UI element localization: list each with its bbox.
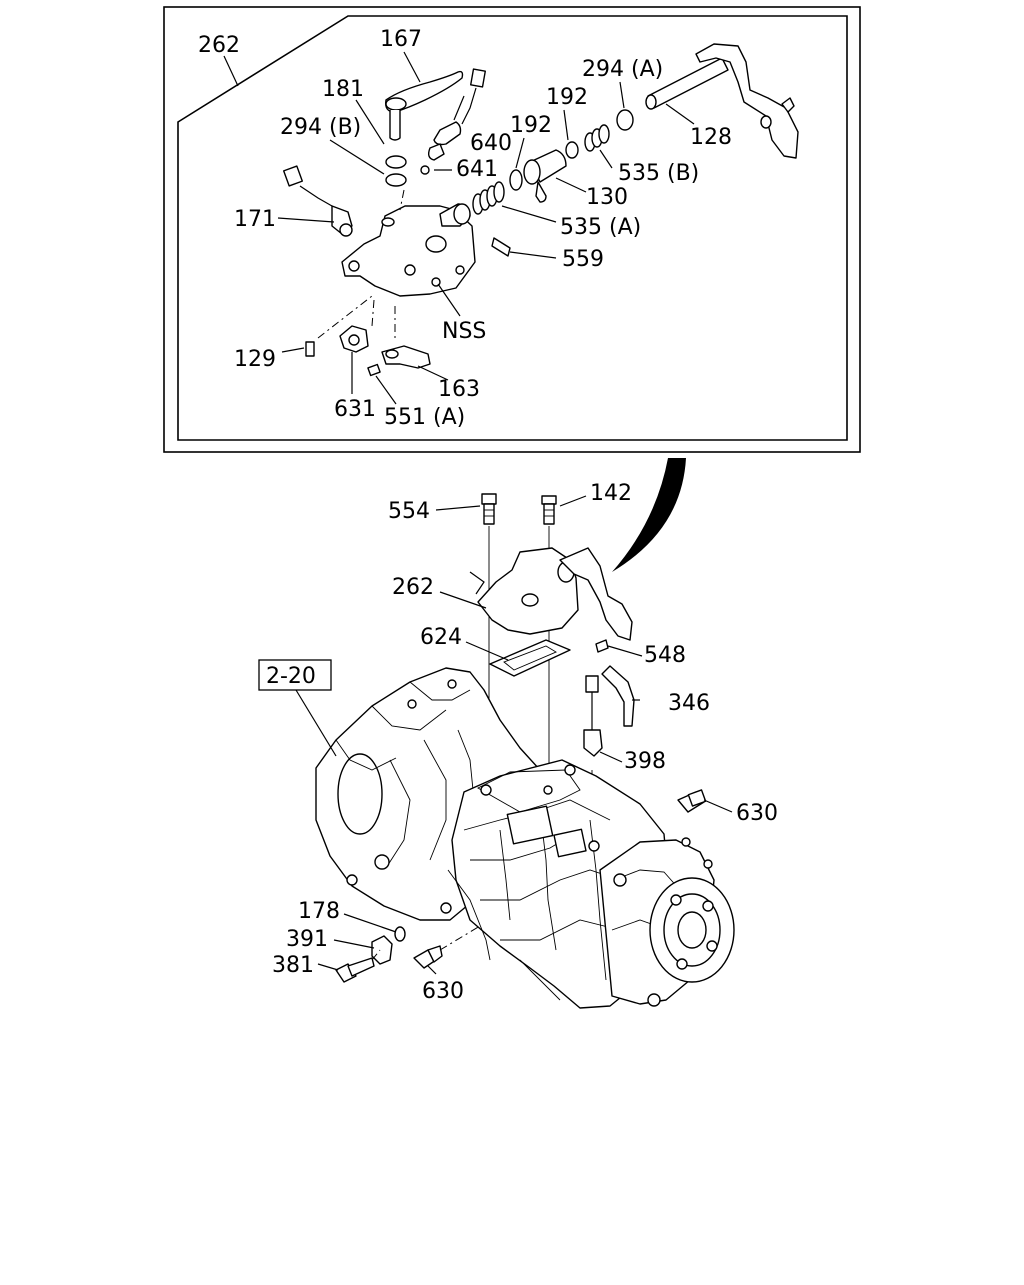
switch-171 — [282, 165, 353, 237]
label-554: 554 — [388, 499, 430, 524]
label-559: 559 — [562, 247, 604, 272]
label-181: 181 — [322, 77, 364, 102]
label-294b: 294 (B) — [280, 115, 361, 140]
label-130: 130 — [586, 185, 628, 210]
label-535b: 535 (B) — [618, 161, 699, 186]
label-346: 346 — [668, 691, 710, 716]
label-641: 641 — [456, 157, 498, 182]
label-192-right: 192 — [546, 85, 588, 110]
bolt-381 — [335, 957, 375, 983]
label-192-left: 192 — [510, 113, 552, 138]
bracket-631 — [339, 325, 369, 353]
transmission-case — [315, 667, 735, 1009]
inset-parts — [282, 43, 799, 377]
oring-178 — [394, 926, 406, 942]
washer-294b-top — [385, 155, 407, 169]
hose-346 — [601, 665, 635, 727]
plug-630-right — [677, 789, 707, 813]
label-142: 142 — [590, 481, 632, 506]
label-640: 640 — [470, 131, 512, 156]
label-262-inset: 262 — [198, 33, 240, 58]
label-551a: 551 (A) — [384, 405, 465, 430]
clip-548 — [595, 639, 609, 653]
washer-294a — [616, 109, 634, 131]
label-398: 398 — [624, 749, 666, 774]
pin-559 — [491, 237, 511, 257]
spring-535b — [584, 124, 610, 152]
bolt-142 — [541, 495, 557, 525]
washer-192-right — [565, 141, 579, 159]
inset-label-group: 262 167 181 294 (B) 640 641 192 192 294 … — [198, 27, 732, 430]
sleeve-130 — [523, 149, 567, 203]
label-171: 171 — [234, 207, 276, 232]
label-nss: NSS — [442, 319, 486, 344]
inset-frame — [163, 6, 861, 453]
label-163: 163 — [438, 377, 480, 402]
assembly-line-4 — [399, 189, 405, 211]
label-294a: 294 (A) — [582, 57, 663, 82]
switch-398 — [583, 675, 603, 757]
plug-630-left — [413, 945, 443, 969]
label-535a: 535 (A) — [560, 215, 641, 240]
main-label-group: 554 142 262 624 548 2-20 346 398 630 178… — [258, 481, 778, 1004]
spring-535a — [472, 181, 505, 215]
shift-shaft-128 — [645, 43, 799, 159]
assembly-line-2 — [371, 299, 375, 327]
main-leaders — [295, 495, 733, 975]
label-631: 631 — [334, 397, 376, 422]
label-178: 178 — [298, 899, 340, 924]
washer-192-left — [509, 169, 523, 191]
pin-551a — [367, 363, 381, 377]
label-391: 391 — [286, 927, 328, 952]
inset-leaders — [223, 51, 695, 405]
label-128: 128 — [690, 125, 732, 150]
label-624: 624 — [420, 625, 462, 650]
label-167: 167 — [380, 27, 422, 52]
shift-housing — [341, 203, 476, 297]
label-630-right: 630 — [736, 801, 778, 826]
connector-640 — [427, 68, 486, 161]
main-assembly — [315, 493, 735, 1009]
label-2-20: 2-20 — [266, 664, 316, 689]
gasket-624 — [489, 639, 571, 677]
assembly-line-1 — [317, 295, 373, 339]
bracket-391 — [371, 935, 393, 965]
lever-163 — [381, 345, 431, 369]
bolt-554 — [481, 493, 497, 525]
ball-641 — [420, 165, 430, 175]
shift-lever-167 — [385, 70, 464, 141]
label-381: 381 — [272, 953, 314, 978]
label-262-main: 262 — [392, 575, 434, 600]
label-548: 548 — [644, 643, 686, 668]
label-129: 129 — [234, 347, 276, 372]
washer-294b-bottom — [385, 173, 407, 187]
pin-129 — [305, 341, 315, 357]
shift-housing-262 — [469, 547, 633, 641]
callout-arrow — [612, 458, 686, 572]
label-630-left: 630 — [422, 979, 464, 1004]
reference-box-2-20 — [258, 659, 332, 691]
